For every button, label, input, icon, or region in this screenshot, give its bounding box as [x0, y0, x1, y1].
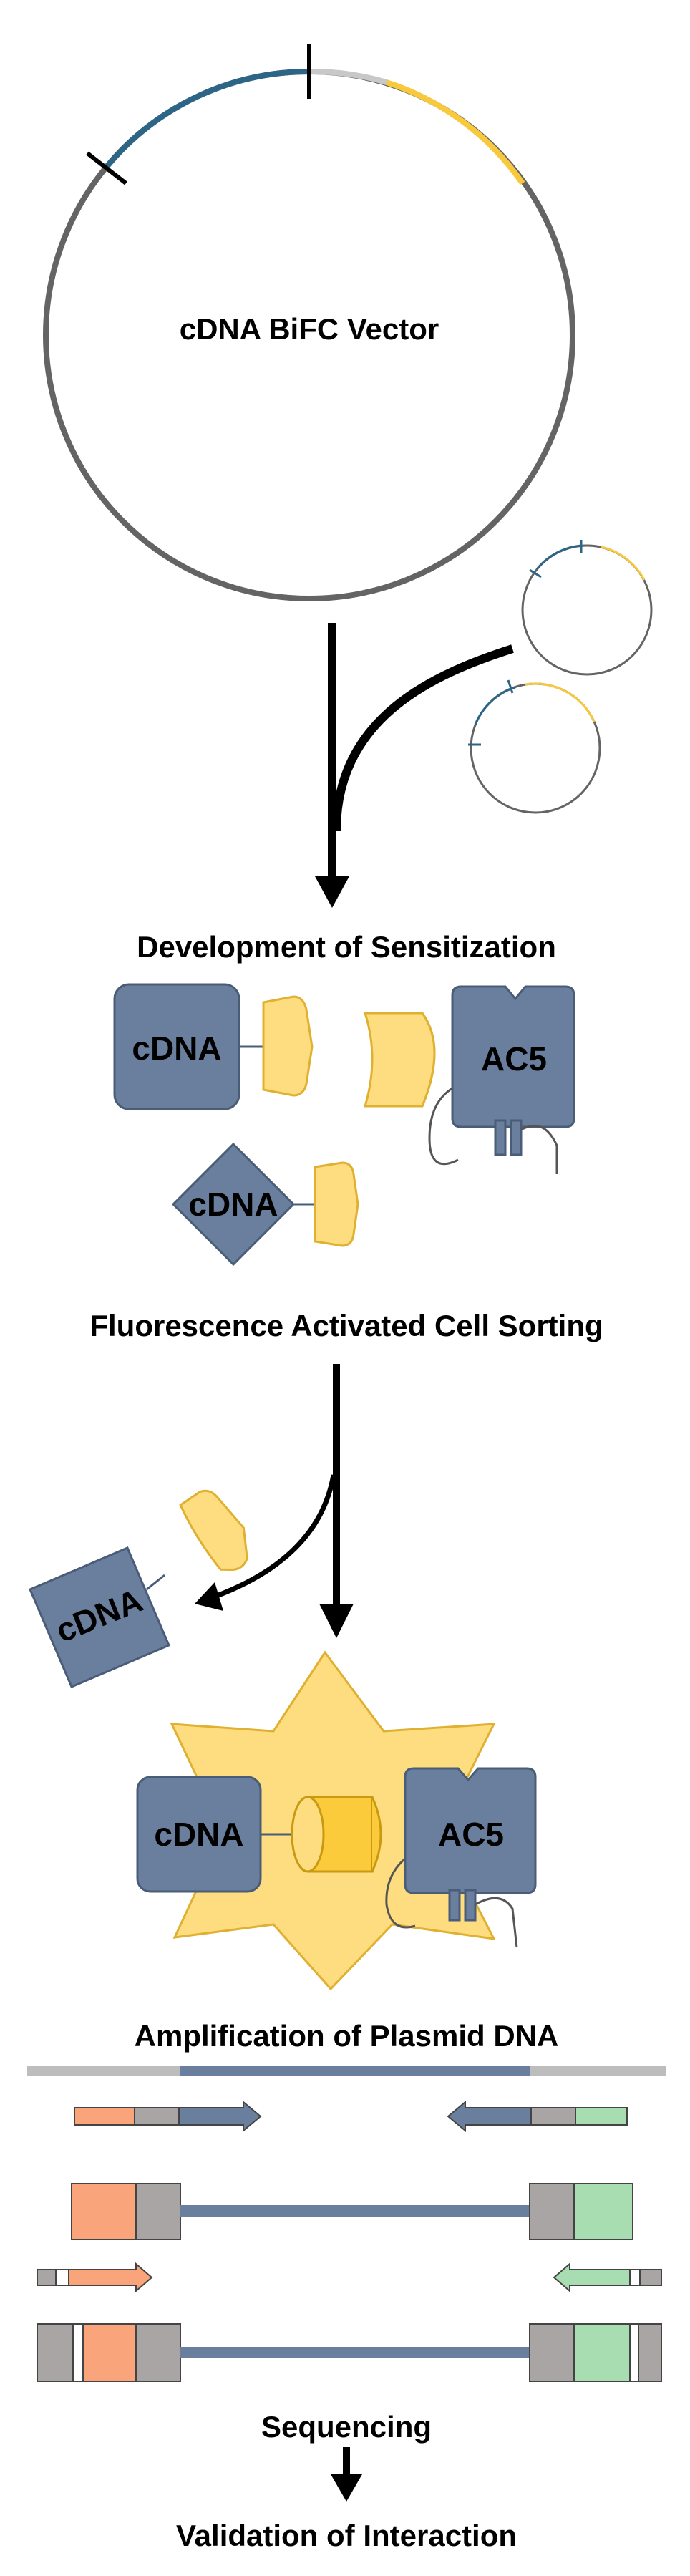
sorted-ac5: AC5 — [385, 1767, 537, 1948]
ac5-label: AC5 — [481, 1040, 547, 1078]
step-development-title: Development of Sensitization — [137, 930, 556, 964]
outer-reverse-primer — [553, 2262, 631, 2293]
unsorted-cdna: cDNA — [29, 1489, 248, 1688]
vector-label: cDNA BiFC Vector — [180, 312, 439, 346]
outer-forward-primer — [68, 2262, 153, 2293]
sorted-cdna: cDNA — [136, 1776, 262, 1893]
fluor-fragment-c — [363, 1012, 436, 1108]
restriction-site-left — [86, 151, 127, 185]
step-amplification-title: Amplification of Plasmid DNA — [135, 2019, 559, 2053]
cdna-bait-square: cDNA — [113, 983, 314, 1110]
pcr-template — [27, 2066, 666, 2076]
sorted-ac5-label: AC5 — [438, 1816, 504, 1853]
small-plasmid-1 — [521, 540, 653, 676]
large-plasmid: cDNA BiFC Vector — [43, 44, 575, 601]
amplicon-1 — [71, 2183, 633, 2240]
fluorescent-complex: cDNA AC5 — [136, 1650, 537, 1991]
ac5-protein: AC5 — [428, 985, 575, 1174]
primer-set-2 — [37, 2262, 662, 2293]
cdna-label: cDNA — [132, 1030, 221, 1067]
step-facs-title: Fluorescence Activated Cell Sorting — [89, 1309, 603, 1342]
sorted-cdna-label: cDNA — [154, 1816, 243, 1853]
development-panel: cDNA AC5 cDNA — [113, 983, 575, 1267]
facs-arrows — [195, 1364, 354, 1638]
reverse-primer-arrow — [447, 2100, 532, 2133]
transformation-arrow — [315, 623, 514, 908]
small-plasmid-2 — [468, 679, 601, 814]
amplicon-2 — [37, 2323, 662, 2382]
sequencing-arrow — [331, 2447, 362, 2502]
cdna-diamond-label: cDNA — [188, 1186, 278, 1223]
step-validation-title: Validation of Interaction — [176, 2519, 517, 2552]
primer-set-1 — [74, 2100, 628, 2133]
forward-primer-arrow — [178, 2100, 262, 2133]
cdna-prey-diamond: cDNA — [171, 1142, 359, 1267]
reconstituted-fluorophore — [291, 1796, 382, 1873]
small-plasmid-library — [468, 540, 653, 814]
step-sequencing-title: Sequencing — [261, 2410, 432, 2444]
